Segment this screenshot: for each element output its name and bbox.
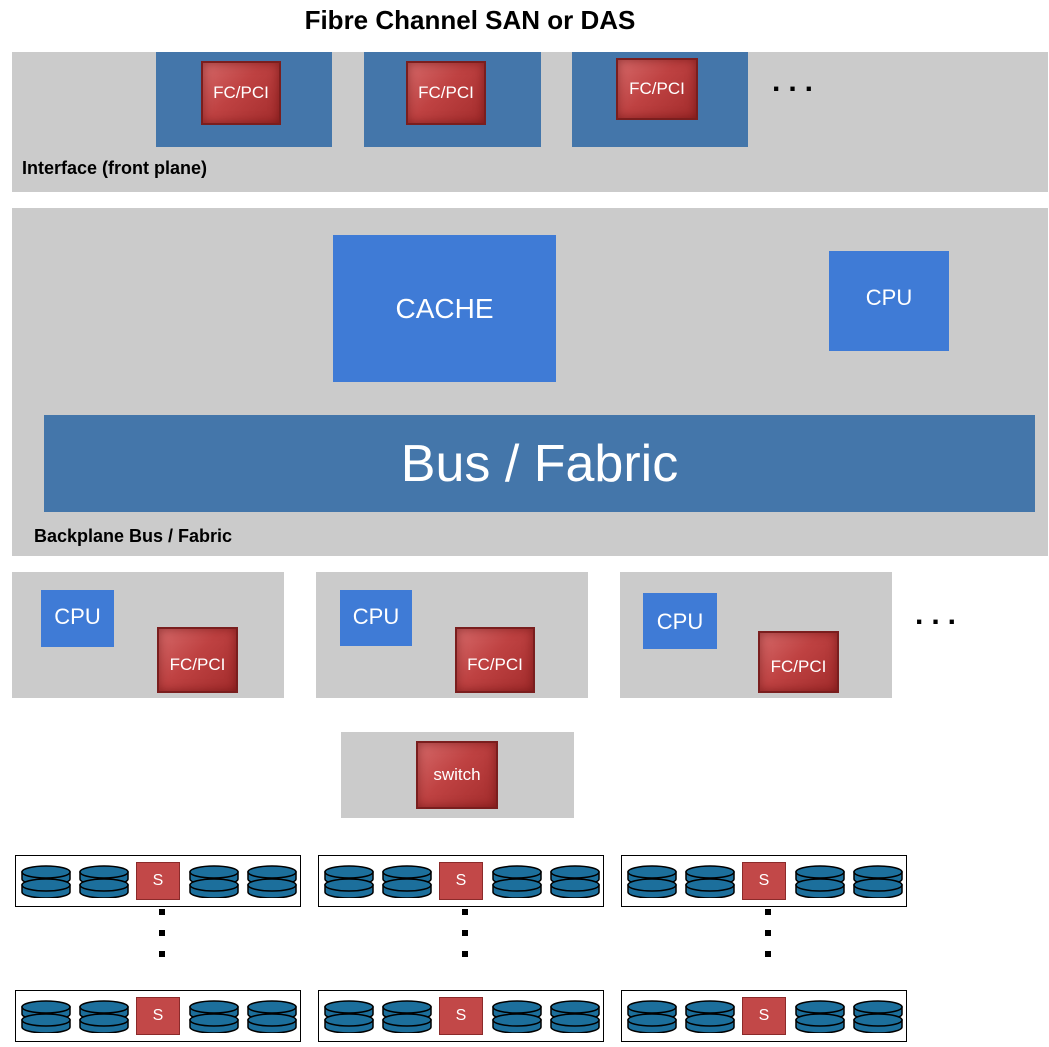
fc-pci-adapter: FC/PCI [455,627,535,693]
shelf-switch: S [439,862,483,900]
shelf-switch: S [742,862,786,900]
disk-stack-icon [685,865,735,898]
shelf-switch: S [439,997,483,1035]
front-plane-label: Interface (front plane) [22,158,208,178]
disk-stack-icon [492,1000,542,1033]
fc-pci-adapter: FC/PCI [406,61,486,125]
disk-stack-icon [853,865,903,898]
backplane-cpu: CPU [829,251,949,351]
fc-pci-adapter: FC/PCI [616,58,698,120]
disk-stack-icon [21,865,71,898]
card-cpu: CPU [340,590,412,646]
disk-stack-icon [79,865,129,898]
fabric-switch: switch [416,741,498,809]
disk-shelf: S [318,990,604,1042]
disk-stack-icon [324,1000,374,1033]
disk-shelf: S [318,855,604,907]
disk-shelf: S [621,855,907,907]
back-end-ellipsis: ... [915,598,965,631]
disk-stack-icon [853,1000,903,1033]
shelf-ellipsis-vertical [462,909,468,972]
fc-pci-adapter: FC/PCI [758,631,839,693]
disk-stack-icon [382,1000,432,1033]
disk-stack-icon [550,1000,600,1033]
fc-pci-adapter: FC/PCI [157,627,238,693]
disk-stack-icon [189,865,239,898]
shelf-ellipsis-vertical [765,909,771,972]
disk-stack-icon [795,1000,845,1033]
backplane-label: Backplane Bus / Fabric [34,526,233,546]
card-cpu: CPU [643,593,717,649]
shelf-ellipsis-vertical [159,909,165,972]
bus-fabric: Bus / Fabric [44,415,1035,512]
cache-block: CACHE [333,235,556,382]
front-plane-ellipsis: ... [772,65,822,98]
fc-pci-adapter: FC/PCI [201,61,281,125]
disk-stack-icon [627,1000,677,1033]
disk-shelf: S [621,990,907,1042]
disk-stack-icon [247,1000,297,1033]
shelf-switch: S [136,997,180,1035]
disk-shelf: S [15,855,301,907]
disk-stack-icon [492,865,542,898]
shelf-switch: S [136,862,180,900]
disk-stack-icon [189,1000,239,1033]
disk-stack-icon [685,1000,735,1033]
disk-stack-icon [627,865,677,898]
disk-stack-icon [795,865,845,898]
disk-stack-icon [324,865,374,898]
disk-shelf: S [15,990,301,1042]
card-cpu: CPU [41,590,114,647]
diagram-title: Fibre Channel SAN or DAS [304,5,636,35]
disk-stack-icon [382,865,432,898]
disk-stack-icon [550,865,600,898]
disk-stack-icon [247,865,297,898]
disk-stack-icon [21,1000,71,1033]
disk-stack-icon [79,1000,129,1033]
shelf-switch: S [742,997,786,1035]
